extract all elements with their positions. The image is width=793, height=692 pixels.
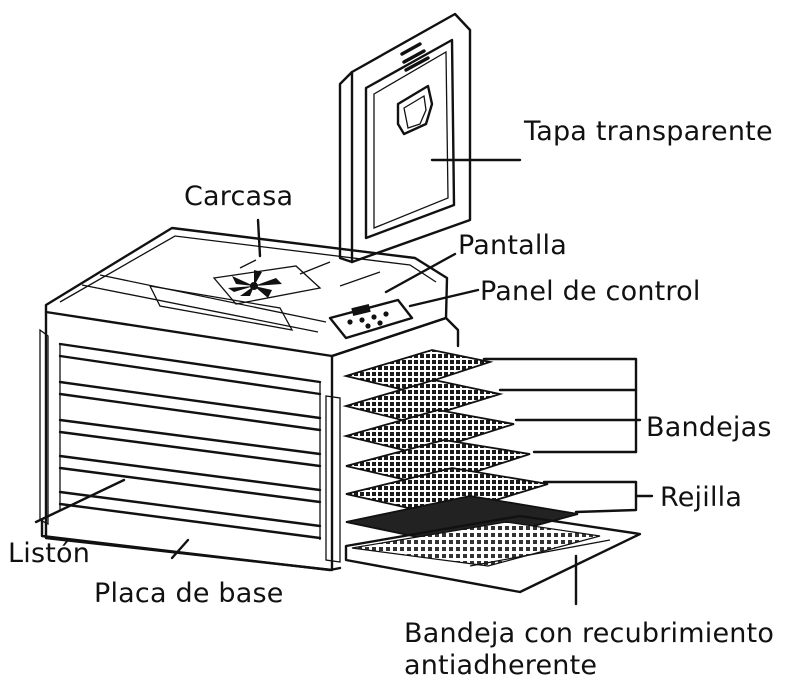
leader-liston bbox=[34, 478, 126, 524]
leader-rejilla bbox=[542, 480, 638, 514]
label-bandejas: Bandejas bbox=[646, 412, 772, 443]
label-bandeja-line1: Bandeja con recubrimiento bbox=[404, 618, 775, 649]
label-tapa-transparente: Tapa transparente bbox=[524, 116, 773, 147]
label-rejilla: Rejilla bbox=[660, 482, 743, 513]
leader-panel bbox=[408, 288, 480, 308]
housing bbox=[39, 226, 460, 572]
label-bandeja-line2: antiadherente bbox=[404, 650, 598, 681]
label-placa-de-base: Placa de base bbox=[94, 578, 284, 609]
label-carcasa: Carcasa bbox=[184, 181, 294, 212]
leader-placa bbox=[170, 538, 190, 560]
label-pantalla: Pantalla bbox=[458, 230, 568, 261]
label-panel-de-control: Panel de control bbox=[480, 276, 701, 307]
fan-icon bbox=[228, 270, 282, 298]
control-panel bbox=[328, 298, 414, 340]
leader-carcasa bbox=[256, 218, 262, 258]
leader-pantalla bbox=[384, 252, 457, 294]
leader-lines bbox=[34, 158, 654, 606]
label-liston: Listón bbox=[8, 538, 91, 569]
front-slats bbox=[58, 342, 322, 540]
transparent-lid bbox=[338, 12, 472, 264]
leader-bandejas-bracket bbox=[482, 357, 638, 454]
trays bbox=[342, 349, 642, 594]
